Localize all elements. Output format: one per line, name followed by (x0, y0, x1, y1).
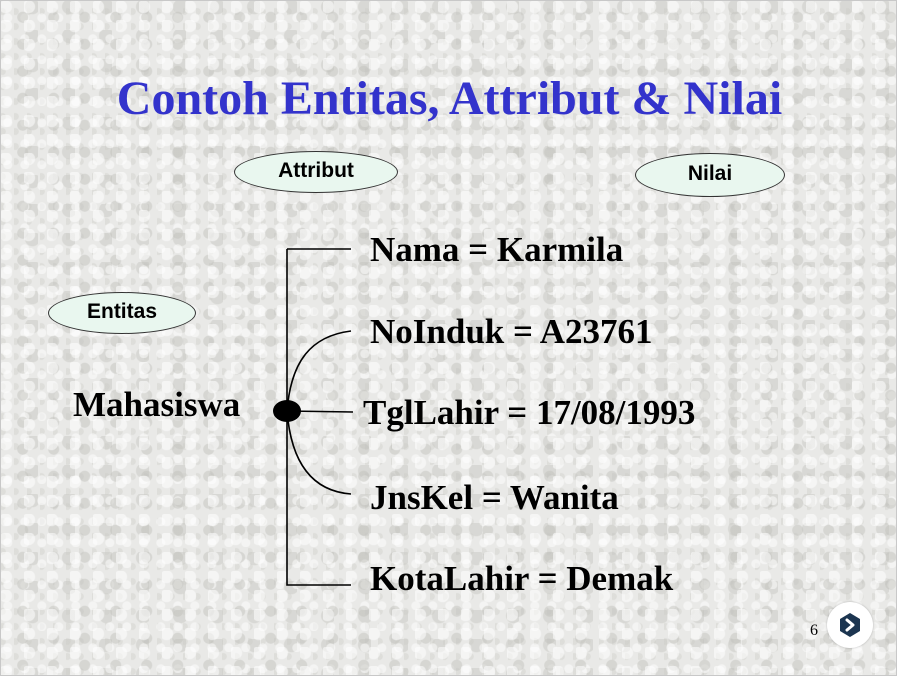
attribute-tgllahir: TglLahir = 17/08/1993 (363, 393, 696, 432)
callout-entitas: Entitas (48, 292, 196, 334)
connector-nama (286, 248, 351, 411)
page-number: 6 (810, 622, 818, 639)
callout-nilai-label: Nilai (687, 162, 733, 185)
connector-kotalahir (286, 411, 351, 586)
presentation-logo-icon[interactable] (827, 602, 873, 648)
attribute-kotalahir: KotaLahir = Demak (370, 559, 674, 598)
callout-attribut-label: Attribut (278, 159, 354, 182)
entity-label: Mahasiswa (73, 385, 241, 424)
connector-jnskel (286, 410, 352, 495)
callout-attribut: Attribut (234, 151, 398, 193)
connector-noinduk (286, 330, 352, 412)
callout-entitas-label: Entitas (86, 300, 157, 323)
attribute-nama: Nama = Karmila (370, 230, 624, 269)
attribute-jnskel: JnsKel = Wanita (370, 478, 619, 517)
callout-nilai: Nilai (635, 153, 785, 197)
entity-node (273, 400, 301, 422)
attribute-noinduk: NoInduk = A23761 (370, 312, 653, 351)
slide-title: Contoh Entitas, Attribut & Nilai (116, 72, 783, 125)
